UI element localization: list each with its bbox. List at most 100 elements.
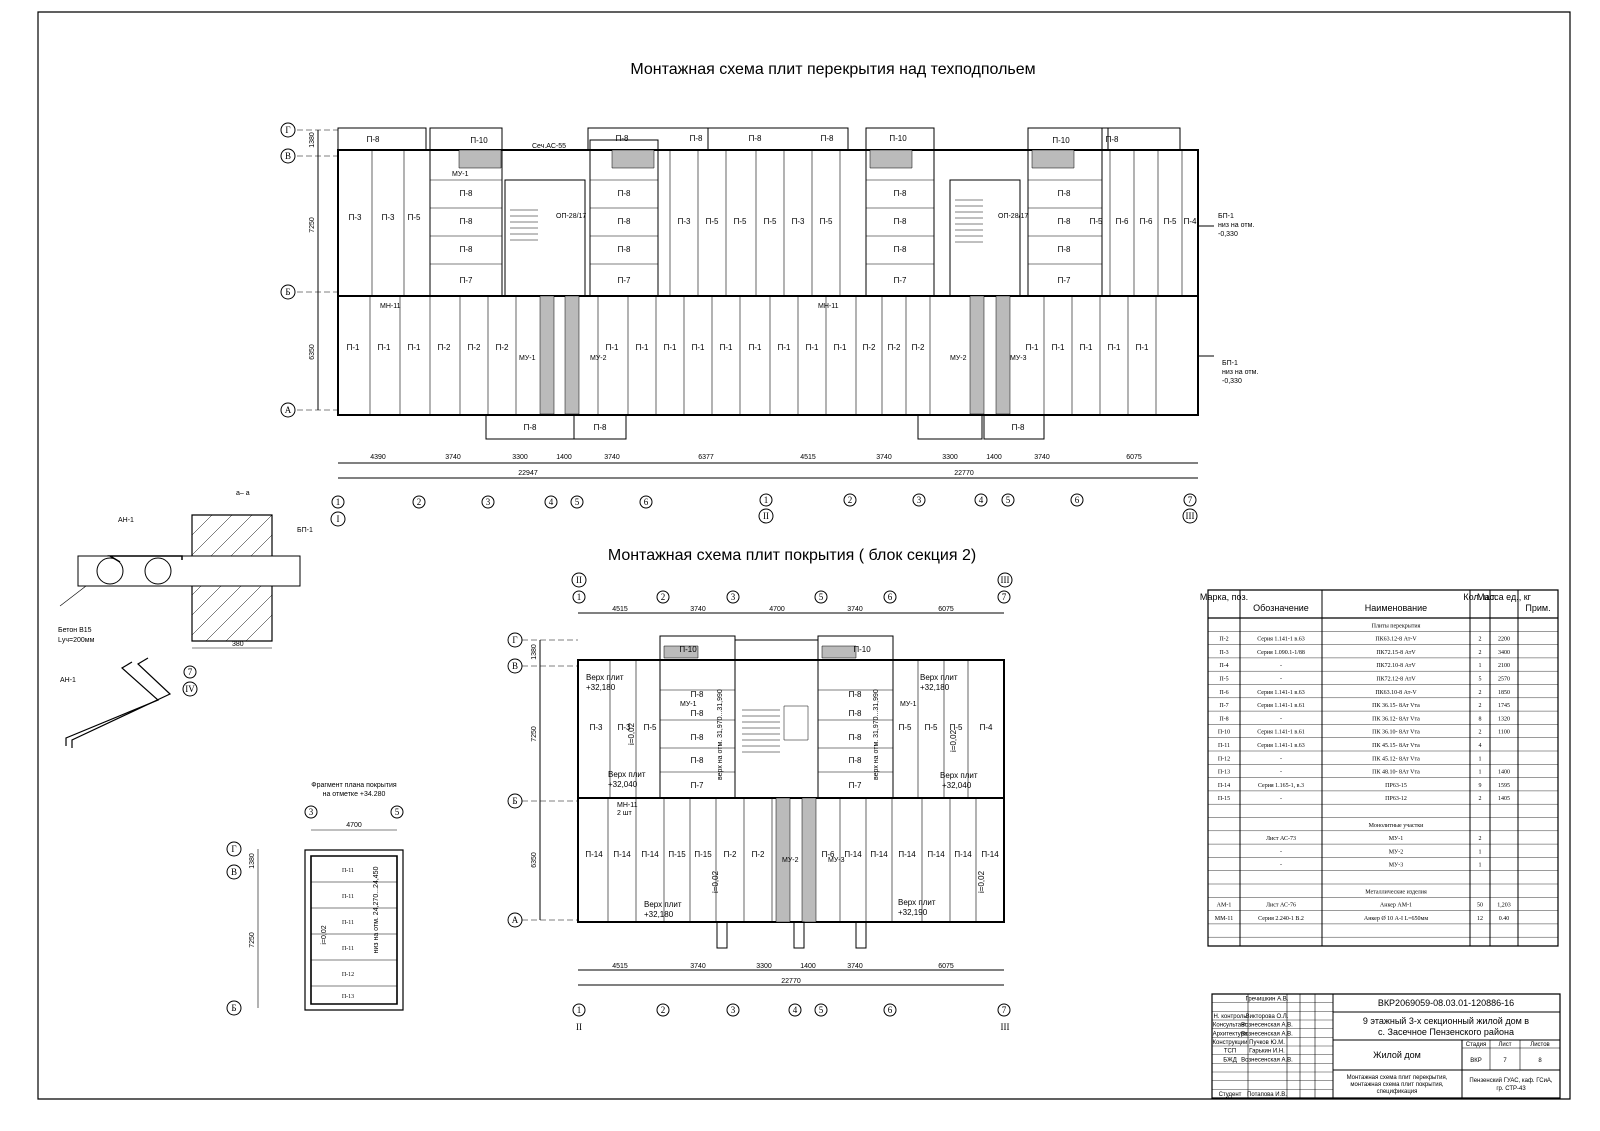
document-code: ВКР2069059-08.03.01-120886-16 [1378, 998, 1514, 1008]
spec-cell: - [1280, 849, 1282, 855]
svg-text:П-1: П-1 [720, 343, 733, 352]
svg-text:4: 4 [979, 495, 984, 505]
svg-text:П-1: П-1 [1136, 343, 1149, 352]
spec-group-title: Монолитные участки [1369, 823, 1424, 829]
svg-text:Фрагмент плана покрытия: Фрагмент плана покрытия [311, 782, 397, 789]
svg-text:7250: 7250 [531, 726, 538, 742]
svg-text:-0,330: -0,330 [1222, 378, 1242, 385]
svg-text:П-1: П-1 [664, 343, 677, 352]
svg-text:3: 3 [731, 1005, 736, 1015]
title-block-role: Конструкции [1213, 1040, 1248, 1046]
section-mark: а– а [236, 490, 250, 497]
svg-text:ОП-28/17: ОП-28/17 [556, 213, 586, 220]
spec-cell: 0.40 [1499, 916, 1510, 922]
svg-text:П-8: П-8 [618, 217, 631, 226]
svg-text:II: II [576, 1022, 582, 1032]
spec-cell: ПК63.12-8 Ат-V [1375, 637, 1417, 643]
svg-text:2: 2 [661, 592, 666, 602]
svg-text:1: 1 [764, 495, 769, 505]
svg-text:+32,180: +32,180 [586, 683, 616, 692]
spec-header: Прим. [1525, 603, 1550, 613]
svg-text:П-8: П-8 [594, 423, 607, 432]
spec-cell: - [1280, 663, 1282, 669]
svg-text:6350: 6350 [531, 852, 538, 868]
svg-text:1: 1 [577, 592, 582, 602]
svg-text:-0,330: -0,330 [1218, 231, 1238, 238]
svg-text:П-14: П-14 [870, 850, 888, 859]
svg-text:Верх плит: Верх плит [920, 673, 958, 682]
spec-cell: - [1280, 796, 1282, 802]
spec-cell: АМ-1 [1217, 903, 1232, 909]
svg-text:П-5: П-5 [820, 217, 833, 226]
svg-text:Г: Г [231, 844, 236, 854]
svg-text:П-7: П-7 [618, 276, 631, 285]
title-block [1212, 994, 1560, 1098]
svg-text:II: II [576, 575, 582, 585]
spec-cell: П-15 [1218, 796, 1230, 802]
svg-text:6: 6 [888, 1005, 893, 1015]
svg-text:5: 5 [819, 592, 824, 602]
svg-text:П-11: П-11 [342, 946, 354, 952]
spec-cell: Анкер Ø 10 А-I L=650мм [1364, 916, 1428, 922]
spec-cell: - [1280, 677, 1282, 683]
title-block-person: Вознесенская А.В. [1241, 1031, 1293, 1037]
spec-cell: Серия 1.165-1, в.3 [1258, 783, 1304, 789]
svg-text:Б: Б [231, 1003, 236, 1013]
plan1-bottom-dims: 4390 3740 3300 1400 3740 6377 4515 3740 … [370, 454, 1142, 477]
svg-text:П-5: П-5 [706, 217, 719, 226]
svg-text:низ на отм.: низ на отм. [1218, 222, 1254, 229]
svg-text:П-8: П-8 [849, 733, 862, 742]
svg-text:Верх плит: Верх плит [586, 673, 624, 682]
svg-text:8: 8 [1538, 1058, 1542, 1064]
svg-text:3740: 3740 [604, 454, 620, 461]
svg-text:П-2: П-2 [888, 343, 901, 352]
spec-cell: Серия 1.141-1 в.61 [1257, 703, 1305, 709]
spec-cell: П-11 [1218, 743, 1230, 749]
svg-text:7: 7 [188, 667, 193, 677]
svg-text:П-15: П-15 [668, 850, 686, 859]
svg-text:П-12: П-12 [342, 972, 354, 978]
spec-header: Кол. шт. [1463, 592, 1496, 602]
svg-text:П-3: П-3 [590, 723, 603, 732]
svg-text:380: 380 [232, 641, 244, 648]
svg-text:П-3: П-3 [678, 217, 691, 226]
spec-header: Масса ед., кг [1477, 592, 1532, 602]
svg-text:i=0,02: i=0,02 [321, 925, 328, 944]
svg-text:П-8: П-8 [894, 189, 907, 198]
svg-text:П-6: П-6 [1116, 217, 1129, 226]
svg-text:5: 5 [395, 807, 400, 817]
plan1-axes-numbers: 1 2 3 4 5 6 1 2 3 4 5 6 7 I II III [331, 494, 1197, 526]
spec-cell: 2570 [1498, 677, 1510, 683]
svg-text:П-1: П-1 [1080, 343, 1093, 352]
svg-text:Верх плит: Верх плит [940, 771, 978, 780]
title-block-role: Консультант [1213, 1023, 1248, 1029]
svg-text:6075: 6075 [938, 606, 954, 613]
spec-header: Наименование [1365, 603, 1427, 613]
spec-cell: Серия 2.240-1 В.2 [1258, 916, 1304, 922]
svg-text:П-7: П-7 [849, 781, 862, 790]
svg-text:i=0,02: i=0,02 [977, 870, 986, 893]
title-block-person: Потапова И.В. [1247, 1092, 1287, 1098]
svg-text:7: 7 [1002, 592, 1007, 602]
svg-text:низ на отм.: низ на отм. [1222, 369, 1258, 376]
svg-text:+32,040: +32,040 [942, 781, 972, 790]
svg-text:4515: 4515 [612, 963, 628, 970]
spec-header: Обозначение [1253, 603, 1309, 613]
svg-text:1: 1 [336, 497, 341, 507]
svg-text:А: А [512, 915, 519, 925]
svg-text:Б: Б [285, 287, 290, 297]
svg-text:i=0,02: i=0,02 [949, 729, 958, 752]
svg-text:П-1: П-1 [778, 343, 791, 352]
spec-cell: ПК 48.10- 8Ат Vта [1372, 770, 1420, 776]
svg-text:П-8: П-8 [821, 134, 834, 143]
spec-cell: 1405 [1498, 796, 1510, 802]
svg-text:П-1: П-1 [606, 343, 619, 352]
svg-text:П-5: П-5 [1090, 217, 1103, 226]
svg-text:П-8: П-8 [460, 245, 473, 254]
svg-text:П-6: П-6 [1140, 217, 1153, 226]
svg-text:1400: 1400 [556, 454, 572, 461]
svg-text:П-14: П-14 [585, 850, 603, 859]
svg-text:4700: 4700 [346, 822, 362, 829]
svg-text:5: 5 [1006, 495, 1011, 505]
